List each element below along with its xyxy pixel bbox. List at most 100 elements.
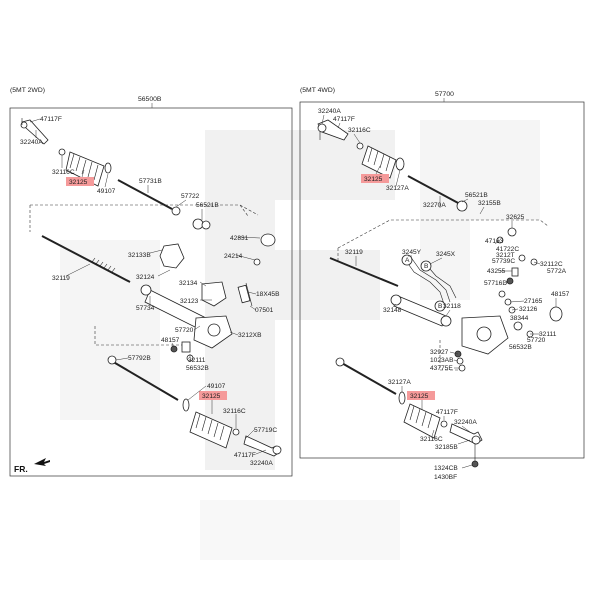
- label-r-47117F-lower: 47117F: [436, 409, 458, 416]
- label-r-32112C: 32112C: [540, 261, 563, 268]
- label-r-57720: 57720: [527, 337, 546, 344]
- label-r-32185B: 32185B: [435, 444, 458, 451]
- label-r-5772A: 5772A: [547, 268, 567, 275]
- left-dashed-outline-top: [29, 204, 259, 232]
- left-rack-housing: [41, 235, 211, 333]
- label-r-32116C-lower: 32116C: [420, 436, 443, 443]
- label-57792B: 57792B: [128, 355, 151, 362]
- label-r-32240A-lower: 32240A: [454, 419, 477, 426]
- right-lower-tie-rod-end: [449, 423, 483, 468]
- label-r-32155B: 32155B: [478, 200, 501, 207]
- front-indicator: FR.: [14, 458, 50, 474]
- label-r-1023AB: 1023AB: [430, 357, 454, 364]
- label-r-32127A: 32127A: [386, 185, 409, 192]
- label-32240A: 32240A: [20, 139, 43, 146]
- right-panel-frame: [299, 101, 585, 459]
- right-hydraulic-pipes: [401, 254, 457, 312]
- label-r-56521B: 56521B: [465, 192, 488, 199]
- left-dashed-outline-bottom: [94, 326, 190, 346]
- label-r-47117F: 47117F: [333, 116, 355, 123]
- label-57722: 57722: [181, 193, 200, 200]
- label-49107-lower: 49107: [207, 383, 226, 390]
- left-lower-tie-rod-end: [243, 435, 282, 457]
- label-r-48157: 48157: [551, 291, 570, 298]
- label-18X45B: 18X45B: [256, 291, 280, 298]
- label-r-32119: 32119: [345, 249, 363, 256]
- label-42831: 42831: [230, 235, 249, 242]
- label-r-3245X: 3245X: [436, 251, 456, 258]
- right-upper-tie-rod-end: [317, 119, 349, 141]
- label-32116C-lower: 32116C: [223, 408, 246, 415]
- right-dashed-outline-bottom: [439, 340, 460, 371]
- label-r-1430BF: 1430BF: [434, 474, 457, 481]
- left-upper-boot: [58, 148, 112, 187]
- marker-a-top: A: [405, 257, 410, 264]
- label-r-3212T: 3212T: [496, 252, 515, 259]
- label-r-32148: 32148: [383, 307, 402, 314]
- label-r-43255: 43255: [487, 268, 506, 275]
- highlight-32125-lower-right: [407, 391, 435, 400]
- label-r-32240A: 32240A: [318, 108, 341, 115]
- highlight-32125-lower-left: [199, 391, 227, 400]
- label-r-32625: 32625: [506, 214, 525, 221]
- label-r-47163: 47163: [485, 238, 504, 245]
- label-r-32116C: 32116C: [348, 127, 371, 134]
- label-32125-lower: 32125: [202, 393, 221, 400]
- label-r-32125: 32125: [364, 176, 383, 183]
- left-leader-lines: [29, 118, 267, 455]
- label-32119: 32119: [52, 275, 70, 282]
- right-rack-housing: [329, 257, 452, 327]
- label-r-32127A-lower: 32127A: [388, 379, 411, 386]
- label-r-32927: 32927: [430, 349, 449, 356]
- left-panel-title: (5MT 2WD): [10, 87, 45, 94]
- highlight-32125-upper-left: [66, 177, 94, 186]
- label-32116C: 32116C: [52, 169, 75, 176]
- label-47117F: 47117F: [40, 116, 62, 123]
- label-r-27165: 27165: [524, 298, 543, 305]
- label-32123: 32123: [180, 298, 199, 305]
- label-r-41722C: 41722C: [496, 246, 519, 253]
- label-49107: 49107: [97, 188, 116, 195]
- label-r-32125-lower: 32125: [410, 393, 429, 400]
- label-57720: 57720: [175, 327, 194, 334]
- label-32133B: 32133B: [128, 252, 151, 259]
- left-assembly-number: 56500B: [138, 96, 162, 103]
- label-57734: 57734: [136, 305, 155, 312]
- left-lower-boot: [189, 411, 240, 449]
- right-panel-title: (5MT 4WD): [300, 87, 335, 94]
- right-pinion-housing: [454, 227, 563, 372]
- label-48157: 48157: [161, 337, 180, 344]
- label-57719C: 57719C: [254, 427, 277, 434]
- label-3212XB: 3212XB: [238, 332, 262, 339]
- marker-b-lower: B: [438, 303, 443, 310]
- right-lower-boot: [403, 403, 448, 439]
- label-r-32126: 32126: [519, 306, 538, 313]
- front-indicator-label: FR.: [14, 464, 28, 474]
- left-lower-inner-rod: [107, 355, 190, 412]
- marker-b-top: B: [424, 263, 429, 270]
- label-47117F-lower: 47117F: [234, 452, 256, 459]
- label-32240A-lower: 32240A: [250, 460, 273, 467]
- label-56532B: 56532B: [186, 365, 209, 372]
- right-upper-inner-rod: [407, 175, 468, 212]
- label-r-32118: 32118: [443, 303, 461, 310]
- label-32124: 32124: [136, 274, 155, 281]
- label-07501: 07501: [255, 307, 274, 314]
- label-32111: 32111: [188, 357, 206, 364]
- left-panel-frame: [9, 107, 293, 477]
- label-r-43775E: 43775E: [430, 365, 453, 372]
- label-r-57739C: 57739C: [492, 258, 515, 265]
- label-r-3245Y: 3245Y: [402, 249, 422, 256]
- label-r-32270A: 32270A: [423, 202, 446, 209]
- label-r-38344: 38344: [510, 315, 529, 322]
- label-r-1324CB: 1324CB: [434, 465, 458, 472]
- front-arrow-icon: [34, 458, 50, 466]
- left-upper-tie-rod-end: [20, 118, 49, 145]
- left-pinion-housing: [170, 315, 233, 362]
- label-57731B: 57731B: [139, 178, 162, 185]
- label-r-32111: 32111: [539, 331, 557, 338]
- highlight-32125-upper-right: [361, 174, 389, 183]
- right-dashed-outline: [337, 219, 549, 262]
- label-32125: 32125: [69, 179, 88, 186]
